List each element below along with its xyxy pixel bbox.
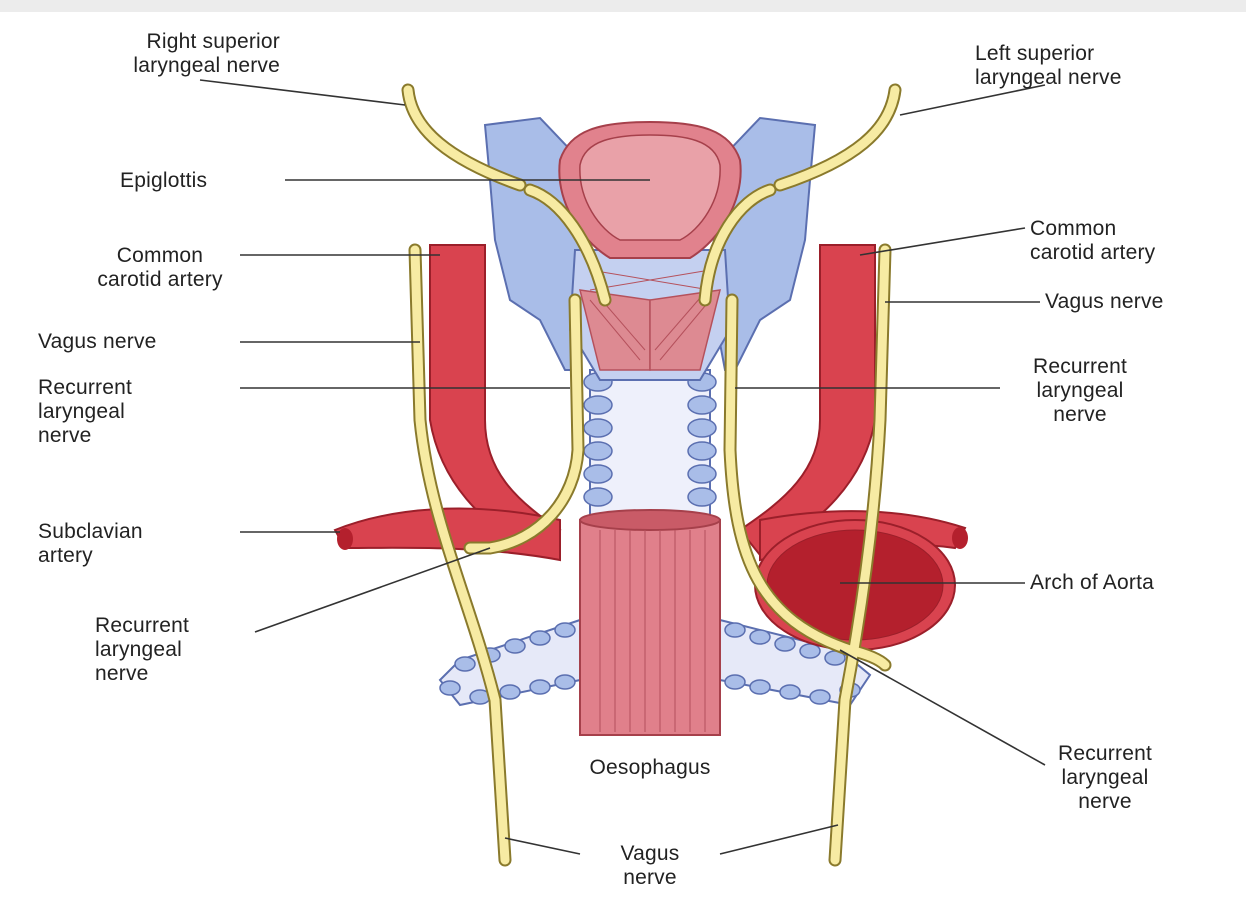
- label-common-carotid-left: Common carotid artery: [70, 244, 250, 292]
- label-recurrent-laryngeal-nerve-left-lower: Recurrent laryngeal nerve: [95, 614, 295, 686]
- label-left-superior-laryngeal-nerve: Left superior laryngeal nerve: [975, 42, 1225, 90]
- label-arch-of-aorta: Arch of Aorta: [1030, 571, 1230, 595]
- label-vagus-nerve-right: Vagus nerve: [1045, 290, 1235, 314]
- label-recurrent-laryngeal-nerve-right-lower: Recurrent laryngeal nerve: [1020, 742, 1190, 814]
- label-vagus-nerve-bottom: Vagus nerve: [575, 842, 725, 890]
- label-epiglottis: Epiglottis: [120, 169, 280, 193]
- label-subclavian-artery: Subclavian artery: [38, 520, 238, 568]
- label-common-carotid-right: Common carotid artery: [1030, 217, 1230, 265]
- trachea: [584, 370, 716, 520]
- label-recurrent-laryngeal-nerve-right-upper: Recurrent laryngeal nerve: [1005, 355, 1155, 427]
- left-bronchus: [440, 620, 580, 705]
- oesophagus-shape: [580, 510, 720, 735]
- label-recurrent-laryngeal-nerve-left-upper: Recurrent laryngeal nerve: [38, 376, 238, 448]
- label-right-superior-laryngeal-nerve: Right superior laryngeal nerve: [40, 30, 280, 78]
- label-vagus-nerve-left: Vagus nerve: [38, 330, 238, 354]
- label-oesophagus: Oesophagus: [540, 756, 760, 780]
